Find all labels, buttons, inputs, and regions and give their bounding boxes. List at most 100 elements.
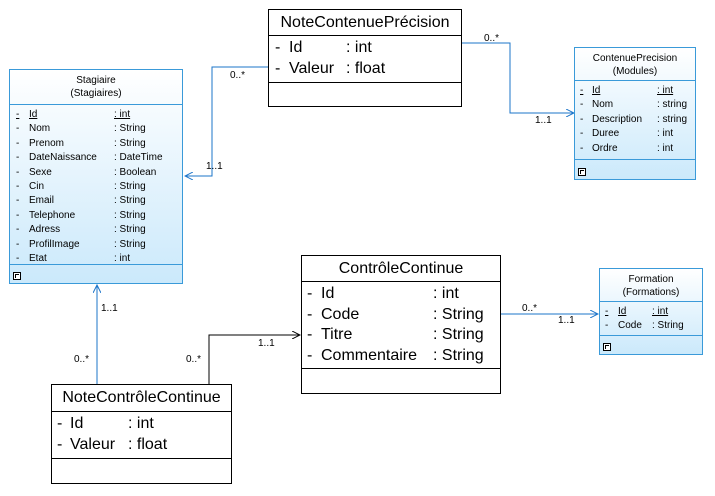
attribute-list: -Id: int -Valeur: float	[269, 36, 461, 83]
visibility: -	[307, 346, 313, 364]
attribute-type: : string	[657, 113, 688, 125]
attribute-row[interactable]: -DateNaissance: DateTime	[10, 151, 182, 165]
visibility: -	[307, 326, 313, 343]
class-name: Formation	[628, 274, 674, 285]
attribute-type: : String	[114, 224, 146, 236]
class-formation[interactable]: Formation (Formations) -Id: int -Code: S…	[599, 268, 703, 355]
attribute-name: Nom	[592, 99, 614, 111]
attribute-row[interactable]: -Prenom: String	[10, 137, 182, 151]
mult-label: 0..*	[522, 303, 538, 314]
attribute-type: : Boolean	[114, 166, 157, 178]
mult-label: 1..1	[258, 338, 275, 349]
attribute-name: Id	[321, 285, 335, 302]
attribute-row[interactable]: -Ordre: int	[575, 142, 695, 156]
attribute-name: Titre	[321, 326, 353, 343]
class-name: Stagiaire	[76, 75, 116, 86]
shortcut-icon[interactable]	[13, 272, 21, 280]
attribute-row[interactable]: -Description: string	[575, 113, 695, 127]
attribute-type: : String	[114, 123, 146, 135]
attribute-name: Id	[592, 85, 601, 96]
attribute-row[interactable]: -Duree: int	[575, 127, 695, 141]
attribute-type: : int	[657, 128, 674, 140]
visibility: -	[580, 99, 584, 111]
attribute-name: Id	[70, 415, 84, 432]
class-header: NoteContrôleContinue	[52, 385, 231, 412]
attribute-type: : string	[657, 99, 688, 111]
shortcut-icon[interactable]	[578, 168, 586, 176]
link-notecc-controlecontinue[interactable]	[208, 335, 300, 384]
attribute-name: Adress	[29, 224, 61, 236]
attribute-type: : int	[346, 39, 372, 56]
class-header: Formation (Formations)	[600, 269, 702, 302]
attribute-row[interactable]: -Id: int	[269, 38, 461, 59]
attribute-type: : DateTime	[114, 152, 163, 164]
attribute-row[interactable]: -Id: int	[52, 414, 231, 435]
class-name: NoteContrôleContinue	[62, 389, 221, 406]
link-notecp-contenueprecision[interactable]	[461, 42, 574, 113]
class-contenue-precision[interactable]: ContenuePrecision (Modules) -Id: int -No…	[574, 47, 696, 180]
attribute-row[interactable]: -Valeur: float	[52, 435, 231, 456]
attribute-row[interactable]: -Etat: int	[10, 252, 182, 266]
attribute-row[interactable]: -Code: String	[600, 319, 702, 333]
visibility: -	[16, 109, 20, 120]
attribute-list: -Id: int -Nom: string -Description: stri…	[575, 81, 695, 160]
visibility: -	[580, 85, 584, 96]
attribute-type: : String	[114, 137, 146, 149]
visibility: -	[580, 113, 584, 125]
attribute-row[interactable]: -Adress: String	[10, 223, 182, 237]
attribute-list: -Id: int -Valeur: float	[52, 412, 231, 459]
class-name: ContenuePrecision	[592, 53, 678, 64]
shortcut-icon[interactable]	[603, 343, 611, 351]
class-header: NoteContenuePrécision	[269, 10, 461, 36]
attribute-row[interactable]: -Id : int	[575, 84, 695, 98]
visibility: -	[275, 59, 281, 77]
attribute-type: : String	[433, 326, 484, 343]
attribute-row[interactable]: -Nom : String	[10, 122, 182, 136]
visibility: -	[307, 305, 313, 323]
link-notecp-stagiaire[interactable]	[185, 66, 268, 176]
visibility: -	[275, 39, 281, 56]
attribute-list: -Id: int -Nom: String -Prenom: String -D…	[10, 105, 182, 265]
attribute-type: : int	[114, 252, 131, 264]
attribute-row[interactable]: -Email: String	[10, 194, 182, 208]
attribute-row[interactable]: -Id: int	[10, 108, 182, 122]
attribute-row[interactable]: -ProfilImage: String	[10, 238, 182, 252]
attribute-row[interactable]: -Nom : string	[575, 98, 695, 112]
attribute-row[interactable]: -Id: int	[600, 305, 702, 319]
mult-label: 0..*	[484, 33, 500, 44]
class-header: ContenuePrecision (Modules)	[575, 48, 695, 81]
attribute-row[interactable]: -Sexe: Boolean	[10, 166, 182, 180]
attribute-type: : int	[652, 306, 669, 317]
mult-label: 0..*	[74, 354, 90, 365]
attribute-type: : String	[114, 209, 146, 221]
attribute-row[interactable]: -Code: String	[302, 305, 500, 326]
attribute-type: : String	[433, 346, 484, 364]
attribute-name: Etat	[29, 252, 47, 264]
mult-label: 0..*	[230, 70, 246, 81]
attribute-type: : int	[657, 85, 674, 96]
visibility: -	[580, 142, 584, 154]
attribute-row[interactable]: -Id: int	[302, 284, 500, 305]
visibility: -	[16, 180, 20, 192]
class-stagiaire[interactable]: Stagiaire (Stagiaires) -Id: int -Nom: St…	[9, 69, 183, 284]
attribute-row[interactable]: -Commentaire: String	[302, 346, 500, 367]
visibility: -	[605, 320, 609, 332]
class-controle-continue[interactable]: ContrôleContinue -Id: int -Code: String …	[301, 255, 501, 394]
attribute-type: : int	[433, 285, 459, 302]
attribute-row[interactable]: -Telephone: String	[10, 209, 182, 223]
class-subtitle: (Stagiaires)	[70, 88, 122, 99]
visibility: -	[16, 123, 20, 135]
attribute-list: -Id: int -Code: String -Titre: String -C…	[302, 282, 500, 369]
visibility: -	[16, 238, 20, 250]
class-subtitle: (Formations)	[622, 287, 680, 298]
class-note-contenue-precision[interactable]: NoteContenuePrécision -Id: int -Valeur: …	[268, 9, 462, 107]
attribute-row[interactable]: -Titre : String	[302, 325, 500, 346]
visibility: -	[57, 435, 63, 453]
attribute-name: Nom	[29, 123, 51, 135]
attribute-name: Code	[618, 320, 642, 332]
attribute-row[interactable]: -Valeur: float	[269, 59, 461, 80]
attribute-name: DateNaissance	[29, 152, 97, 164]
attribute-row[interactable]: -Cin: String	[10, 180, 182, 194]
class-note-controle-continue[interactable]: NoteContrôleContinue -Id: int -Valeur: f…	[51, 384, 232, 484]
attribute-name: Prenom	[29, 137, 65, 149]
